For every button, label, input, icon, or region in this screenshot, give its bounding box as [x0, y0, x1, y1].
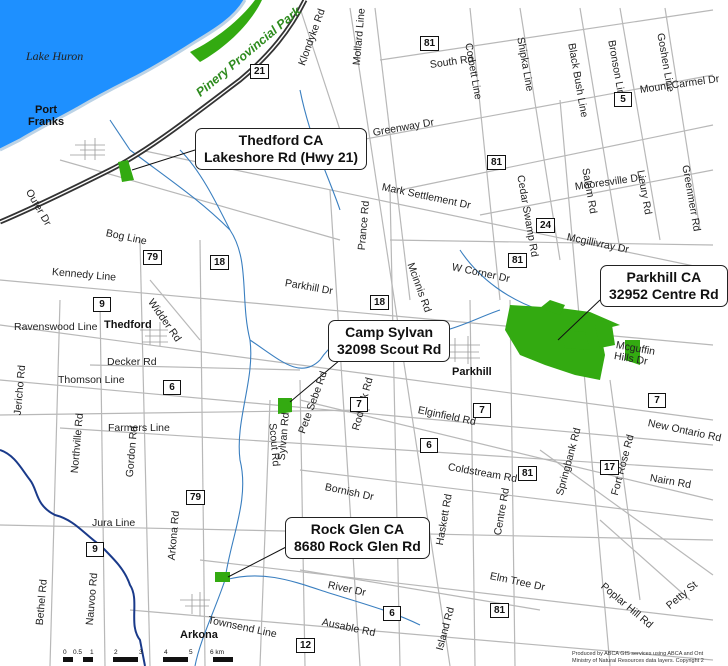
route-shield: 18: [370, 295, 390, 310]
road-label: Ravenswood Line: [14, 321, 98, 333]
town-label-thedford: Thedford: [104, 319, 152, 331]
route-shield: 79: [143, 250, 163, 265]
route-shield: 81: [490, 603, 510, 618]
callout-rock-glen-ca[interactable]: Rock Glen CA 8680 Rock Glen Rd: [285, 517, 430, 559]
shoreline: [0, 0, 247, 152]
conservation-areas: [118, 160, 640, 582]
scale-bar: [63, 657, 233, 662]
lake-huron-water: [0, 0, 245, 150]
route-shield: 9: [93, 297, 111, 312]
callout-address: 32952 Centre Rd: [609, 286, 719, 302]
route-shield: 79: [186, 490, 206, 505]
route-shield: 7: [473, 403, 491, 418]
scale-tick-label: 2: [114, 649, 118, 656]
county-boundary: [0, 449, 146, 666]
callout-name: Thedford CA: [238, 132, 324, 148]
road-label: Thomson Line: [58, 374, 125, 386]
callout-address: 8680 Rock Glen Rd: [294, 538, 421, 554]
route-shield: 7: [350, 397, 368, 412]
town-clusters: [70, 138, 480, 616]
credit-line-1: Produced by ABCA GIS services using ABCA…: [572, 651, 704, 657]
scale-tick-label: 1: [90, 649, 94, 656]
route-shield: 17: [600, 460, 620, 475]
road-label: Farmers Line: [108, 422, 170, 434]
lake-label: Lake Huron: [26, 49, 84, 63]
route-shield: 12: [296, 638, 316, 653]
callout-thedford-ca[interactable]: Thedford CA Lakeshore Rd (Hwy 21): [195, 128, 368, 170]
callout-parkhill-ca[interactable]: Parkhill CA 32952 Centre Rd: [600, 265, 728, 307]
route-shield: 24: [536, 218, 556, 233]
callout-address: 32098 Scout Rd: [337, 341, 442, 357]
road-label: Jura Line: [92, 517, 136, 529]
town-label-port-franks: Port Franks: [28, 104, 64, 128]
map-credit: Produced by ABCA GIS services using ABCA…: [572, 651, 704, 664]
town-label-parkhill: Parkhill: [452, 366, 492, 378]
route-shield: 81: [518, 466, 538, 481]
credit-line-2: Ministry of Natural Resources data layer…: [572, 657, 704, 664]
scale-tick-label: 0.5: [73, 649, 83, 656]
route-shield: 5: [614, 92, 632, 107]
route-shield: 81: [420, 36, 440, 51]
callout-address: Lakeshore Rd (Hwy 21): [204, 149, 359, 165]
scale-tick-label: 3: [139, 649, 143, 656]
town-label-line-1: Port: [35, 104, 58, 116]
scale-tick-label: 4: [164, 649, 168, 656]
callout-name: Rock Glen CA: [310, 521, 405, 537]
road-label: Decker Rd: [107, 356, 157, 368]
callout-name: Camp Sylvan: [345, 324, 434, 340]
route-shield: 6: [383, 606, 401, 621]
town-label-arkona: Arkona: [180, 629, 218, 641]
route-shield: 18: [210, 255, 230, 270]
callout-camp-sylvan[interactable]: Camp Sylvan 32098 Scout Rd: [328, 320, 451, 362]
scale-tick-label: 5: [189, 649, 193, 656]
route-shield: 6: [420, 438, 438, 453]
route-shield: 7: [648, 393, 666, 408]
route-shield: 81: [487, 155, 507, 170]
town-label-line-2: Franks: [28, 116, 65, 128]
callout-name: Parkhill CA: [626, 269, 702, 285]
pinery-park-area: [190, 0, 262, 62]
route-shield: 9: [86, 542, 104, 557]
leader-lines: [131, 149, 601, 578]
scale-tick-label: 6 km: [210, 649, 225, 656]
route-shield: 21: [250, 64, 270, 79]
route-shield: 81: [508, 253, 528, 268]
scale-tick-label: 0: [63, 649, 67, 656]
route-shield: 6: [163, 380, 181, 395]
